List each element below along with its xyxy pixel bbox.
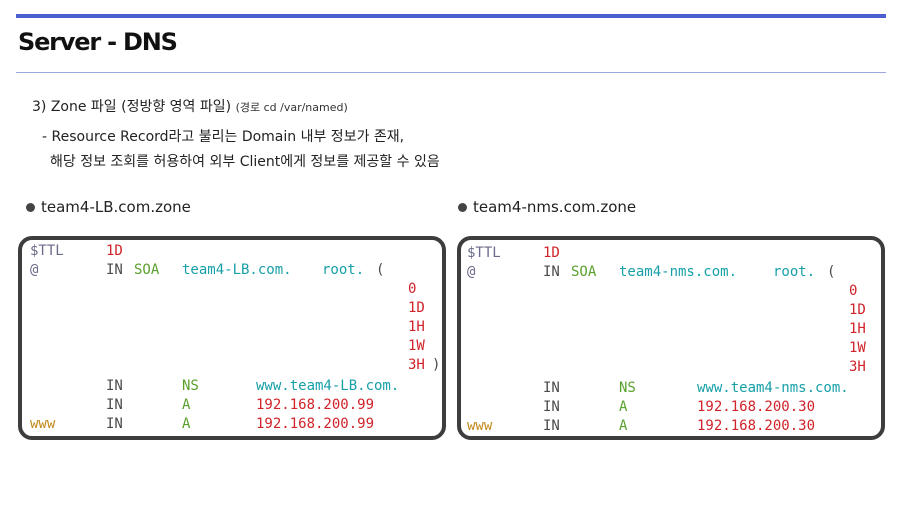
soa-type: SOA xyxy=(571,264,597,280)
bullet-icon xyxy=(458,202,467,212)
record-type: A xyxy=(182,397,191,413)
soa-retry: 1H xyxy=(849,321,866,337)
zone-caption-lb-text: team4-LB.com.zone xyxy=(41,198,191,216)
page-title: Server - DNS xyxy=(18,28,178,56)
zone-file-lb: $TTL 1D @ IN SOA team4-LB.com. root. ( 0… xyxy=(18,236,446,440)
zone-caption-nms: team4-nms.com.zone xyxy=(458,198,636,216)
close-paren: ) xyxy=(432,357,441,373)
section-heading: 3) Zone 파일 (정방향 영역 파일) (경로 cd /var/named… xyxy=(32,96,348,116)
record-value: www.team4-LB.com. xyxy=(256,378,400,394)
soa-class: IN xyxy=(543,264,560,280)
ttl-value: 1D xyxy=(543,245,560,261)
record-class: IN xyxy=(106,378,123,394)
soa-retry: 1H xyxy=(408,319,425,335)
description-line-1: - Resource Record라고 불리는 Domain 내부 정보가 존재… xyxy=(42,129,405,145)
top-accent-bar xyxy=(16,14,886,18)
record-type: A xyxy=(619,399,628,415)
soa-nameserver: team4-LB.com. xyxy=(182,262,292,278)
ttl-value: 1D xyxy=(106,243,123,259)
record-value: www.team4-nms.com. xyxy=(697,380,849,396)
record-class: IN xyxy=(543,418,560,434)
soa-mail: root. xyxy=(773,264,816,280)
zone-caption-nms-text: team4-nms.com.zone xyxy=(473,198,637,216)
soa-expire: 1W xyxy=(408,338,425,354)
record-value: 192.168.200.99 xyxy=(256,416,375,432)
record-value: 192.168.200.99 xyxy=(256,397,375,413)
title-divider xyxy=(16,72,886,73)
origin-symbol: @ xyxy=(30,262,39,278)
record-class: IN xyxy=(106,397,123,413)
soa-expire: 1W xyxy=(849,340,866,356)
record-class: IN xyxy=(543,399,560,415)
soa-serial: 0 xyxy=(408,281,417,297)
record-type: NS xyxy=(182,378,199,394)
open-paren: ( xyxy=(827,264,836,280)
soa-refresh: 1D xyxy=(849,302,866,318)
soa-mail: root. xyxy=(322,262,365,278)
open-paren: ( xyxy=(376,262,385,278)
record-type: A xyxy=(182,416,191,432)
record-class: IN xyxy=(106,416,123,432)
path-note: (경로 cd /var/named) xyxy=(235,101,348,114)
soa-class: IN xyxy=(106,262,123,278)
zone-caption-lb: team4-LB.com.zone xyxy=(26,198,191,216)
bullet-icon xyxy=(26,202,35,212)
description-line-2: 해당 정보 조회를 허용하여 외부 Client에게 정보를 제공할 수 있음 xyxy=(50,154,440,170)
record-class: IN xyxy=(543,380,560,396)
soa-nameserver: team4-nms.com. xyxy=(619,264,738,280)
soa-serial: 0 xyxy=(849,283,858,299)
soa-refresh: 1D xyxy=(408,300,425,316)
ttl-label: $TTL xyxy=(467,245,501,261)
record-type: A xyxy=(619,418,628,434)
ttl-label: $TTL xyxy=(30,243,64,259)
zone-file-nms: $TTL 1D @ IN SOA team4-nms.com. root. ( … xyxy=(457,236,885,440)
soa-type: SOA xyxy=(134,262,160,278)
soa-minimum: 3H xyxy=(849,359,866,375)
section-heading-text: 3) Zone 파일 (정방향 영역 파일) xyxy=(32,99,232,115)
soa-minimum: 3H xyxy=(408,357,425,373)
origin-symbol: @ xyxy=(467,264,476,280)
record-name: www xyxy=(30,416,56,432)
record-type: NS xyxy=(619,380,636,396)
record-name: www xyxy=(467,418,493,434)
record-value: 192.168.200.30 xyxy=(697,418,816,434)
record-value: 192.168.200.30 xyxy=(697,399,816,415)
